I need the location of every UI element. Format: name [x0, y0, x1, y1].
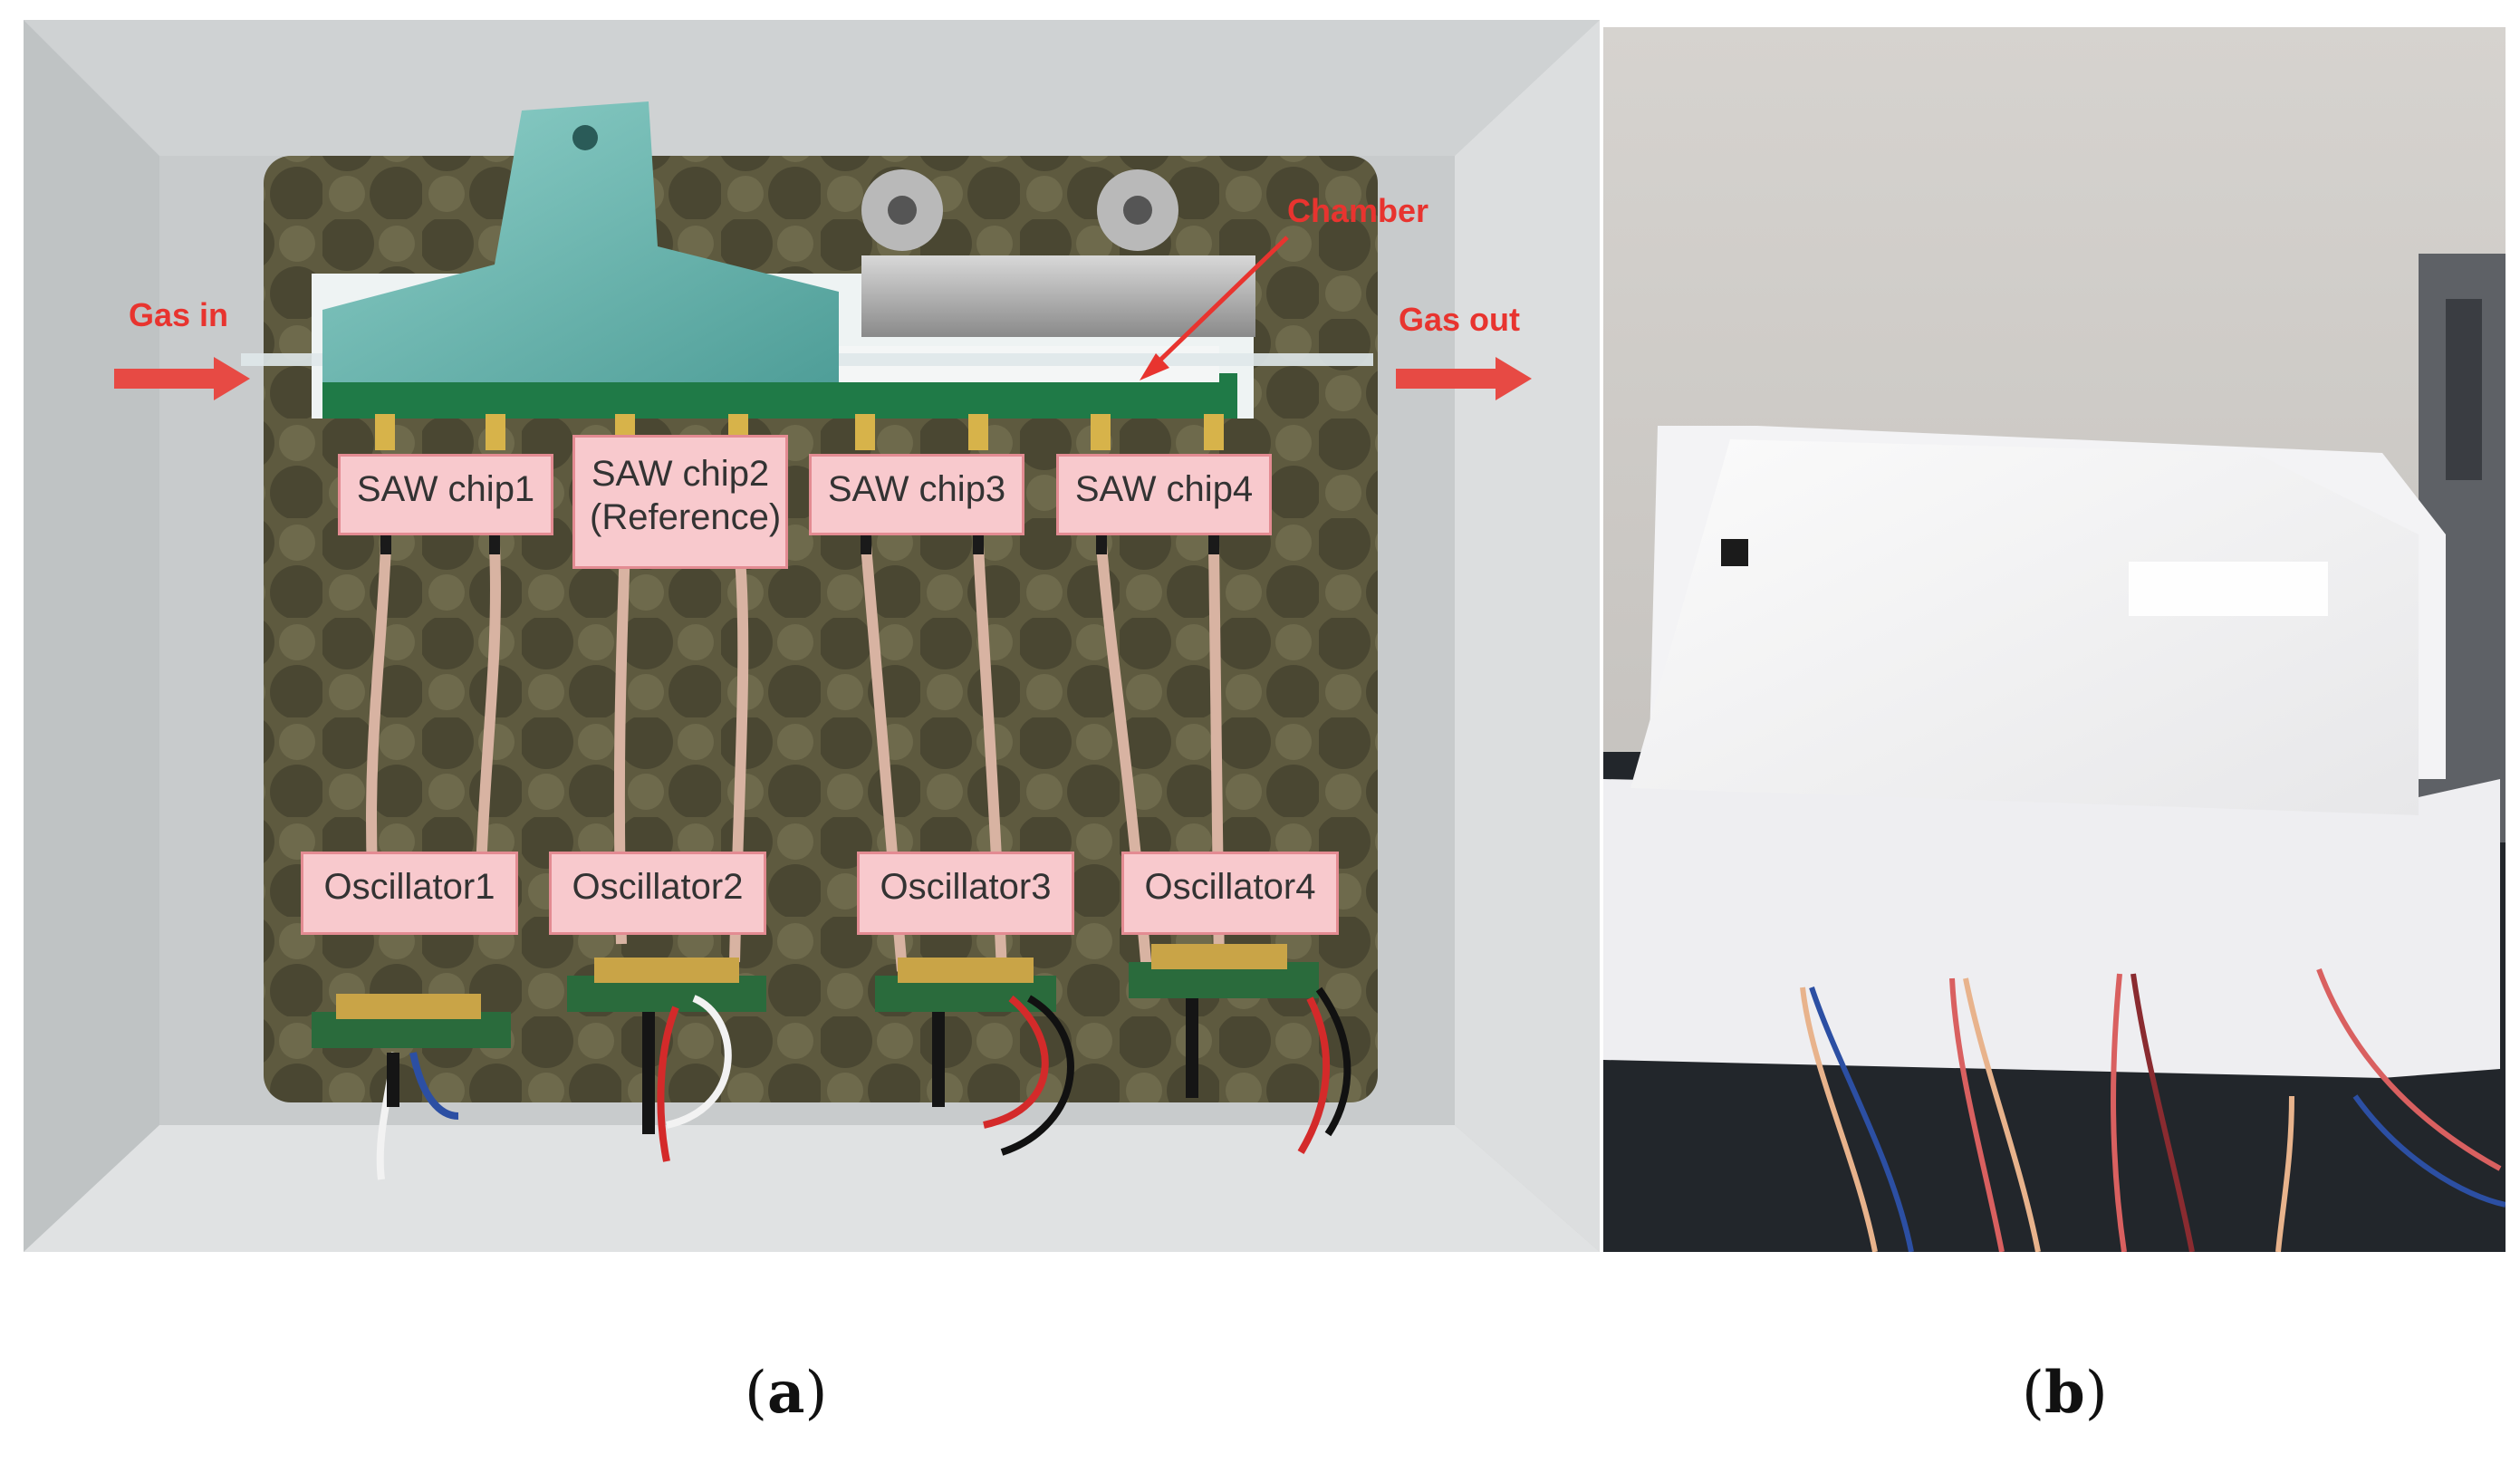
oscillator-4-label: Oscillator4 — [1121, 852, 1339, 935]
box-floor — [24, 1125, 1600, 1252]
photo-a-illustration — [24, 20, 1600, 1252]
saw-chip-1-label: SAW chip1 — [338, 454, 553, 535]
chamber-label: Chamber — [1287, 192, 1429, 229]
gas-in-label: Gas in — [129, 296, 229, 333]
saw-chip-4-label: SAW chip4 — [1056, 454, 1272, 535]
caption-a: (a) — [745, 1359, 828, 1427]
tape-mark — [1721, 539, 1748, 566]
oscillator-3-label: Oscillator3 — [857, 852, 1074, 935]
photo-b-illustration — [1603, 27, 2506, 1252]
photo-panel-a: Gas in Gas out Chamber SAW chip1 SAW chi… — [24, 20, 1600, 1252]
power-wires — [376, 987, 1351, 1180]
foam-box-lid — [1630, 439, 2419, 815]
saw-chip-2-label: SAW chip2 (Reference) — [572, 435, 788, 569]
gas-in-arrow — [114, 357, 250, 400]
saw-chip-2-subtext: (Reference) — [590, 497, 782, 537]
caption-b: (b) — [2022, 1359, 2108, 1427]
foam-box-wires — [1800, 967, 2506, 1252]
saw-chip-3-label: SAW chip3 — [809, 454, 1024, 535]
sma-connectors — [375, 414, 1224, 450]
oscillator-boards — [312, 944, 1319, 1048]
large-binder-clip — [322, 101, 839, 382]
oscillator-1-label: Oscillator1 — [301, 852, 518, 935]
saw-chip-2-text: SAW chip2 — [591, 454, 770, 494]
photo-panel-b — [1603, 27, 2506, 1252]
caption-b-letter: b — [2044, 1359, 2085, 1427]
box-wall-left — [24, 20, 159, 1252]
caption-a-letter: a — [766, 1359, 805, 1427]
foam-notch — [2129, 562, 2328, 616]
oscillator-leads — [387, 998, 1198, 1134]
saw-chip-4-text: SAW chip4 — [1074, 469, 1254, 509]
saw-chip-1-text: SAW chip1 — [356, 469, 535, 509]
box-wall-right — [1455, 20, 1600, 1252]
metal-clip-1 — [861, 255, 1079, 337]
foam-box-side — [1603, 779, 2500, 1078]
gas-out-label: Gas out — [1399, 301, 1521, 338]
gas-out-arrow — [1396, 357, 1532, 400]
oscillator-2-label: Oscillator2 — [549, 852, 766, 935]
saw-chip-3-text: SAW chip3 — [827, 469, 1006, 509]
chamber-pointer-arrow — [1140, 236, 1289, 380]
